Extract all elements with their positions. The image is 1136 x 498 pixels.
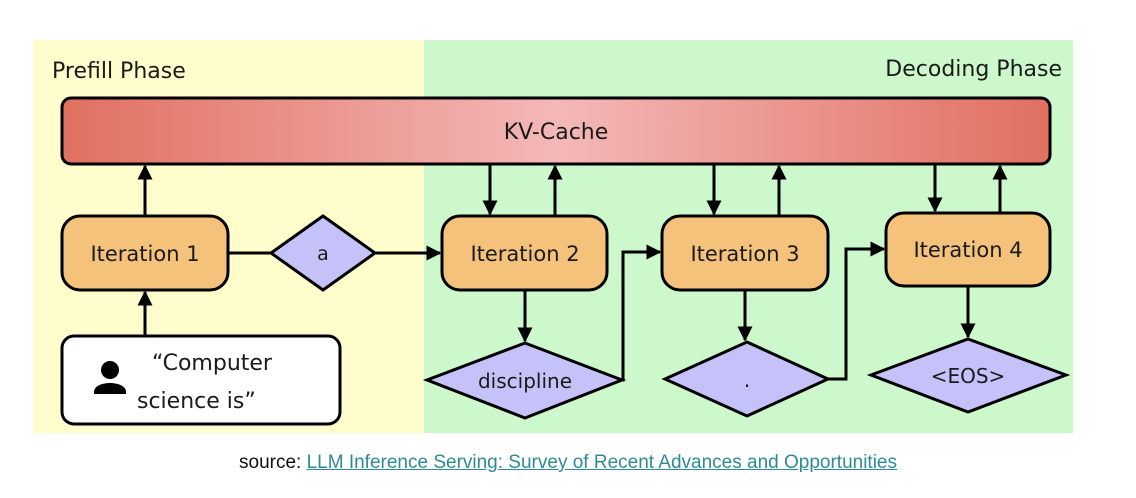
iteration-label: Iteration 2 [470,242,579,266]
llm-inference-diagram: Prefill Phase Decoding Phase KV-Cache It… [33,40,1073,433]
prefill-phase-label: Prefill Phase [52,59,186,84]
iteration-label: Iteration 1 [90,242,199,266]
token-label: <EOS> [931,364,1006,388]
token-label: a [317,243,329,265]
token-label: discipline [478,369,572,393]
kv-cache-block [60,96,1052,166]
source-caption: source: LLM Inference Serving: Survey of… [0,452,1136,474]
iteration-label: Iteration 3 [690,242,799,266]
source-prefix: source: [239,452,302,473]
decoding-phase-label: Decoding Phase [885,57,1062,82]
token-label: . [744,368,750,392]
iteration-1: Iteration 1 [60,214,230,292]
source-link[interactable]: LLM Inference Serving: Survey of Recent … [306,452,897,473]
iteration-label: Iteration 4 [913,238,1022,262]
input-prompt-line2: science is” [137,389,256,414]
user-icon [94,361,126,394]
token-a: a [268,214,378,292]
iteration-2: Iteration 2 [440,214,609,292]
iteration-4: Iteration 4 [884,211,1052,288]
token-period: . [661,340,832,418]
input-prompt-line1: “Computer [152,351,273,376]
arrow-period-to-iter4 [828,241,886,381]
input-prompt-box: “Computer science is” [60,334,342,426]
token-discipline: discipline [422,341,627,420]
token-eos: <EOS> [866,337,1071,414]
kv-cache-label: KV-Cache [504,120,609,145]
iteration-3: Iteration 3 [660,214,830,292]
